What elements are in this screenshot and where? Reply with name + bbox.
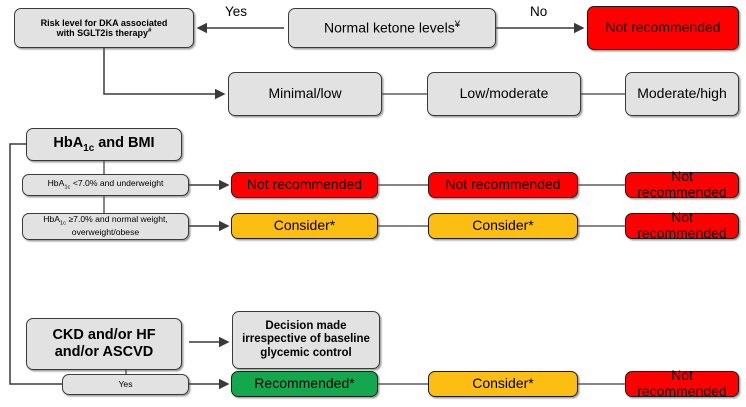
criterion-1-post: ≥7.0% and normal weight, [66,214,168,225]
node-risk-minimal-low[interactable]: Minimal/low [228,72,382,116]
node-hba1c-criterion-0[interactable]: HbA1c <7.0% and underweight [22,174,189,196]
dka-risk-line2: with SGLT2is therapy [56,28,148,38]
outcome-hba1c-r0-c0[interactable]: Not recommended [231,172,378,198]
outcome-comorbid-label-0: Recommended* [254,375,355,392]
node-comorbidity-header[interactable]: CKD and/or HF and/or ASCVD [26,318,182,370]
hba1c-header-pre: HbA [53,134,84,151]
outcome-label-r1-c0: Consider* [273,217,336,234]
comorbidity-header-line1: CKD and/or HF [52,327,156,344]
edge-label-no-ketone: No [530,4,548,19]
outcome-comorbid-label-1: Consider* [472,375,534,392]
criterion-1-line2: overweight/obese [71,226,140,237]
node-hba1c-and-bmi-header[interactable]: HbA1c and BMI [26,128,182,161]
ketone-result-label: Not recommended [605,19,721,36]
criterion-0-post: <7.0% and underweight [70,177,164,188]
outcome-comorbid-c1[interactable]: Consider* [428,371,578,397]
node-risk-low-moderate[interactable]: Low/moderate [427,72,581,116]
outcome-hba1c-r1-c1[interactable]: Consider* [428,213,578,239]
node-comorbidity-criterion-yes[interactable]: Yes [62,374,189,395]
dka-risk-footnote-marker: # [147,27,152,34]
node-normal-ketone-levels[interactable]: Normal ketone levels¥ [288,8,496,48]
node-hba1c-criterion-1[interactable]: HbA1c ≥7.0% and normal weight, overweigh… [22,213,189,240]
node-decision-note[interactable]: Decision made irrespective of baseline g… [232,311,380,369]
outcome-hba1c-r0-c1[interactable]: Not recommended [428,172,578,198]
outcome-label-r1-c1: Consider* [472,217,534,234]
decision-note-line1: Decision made [265,320,347,333]
normal-ketone-footnote-marker: ¥ [454,18,461,30]
risk-level-label-0: Minimal/low [268,85,342,102]
comorbidity-criterion-label: Yes [118,378,133,389]
normal-ketone-label: Normal ketone levels [323,19,455,36]
outcome-label-r0-c0: Not recommended [246,176,363,193]
dka-risk-line1: Risk level for DKA associated [40,17,168,28]
criterion-1-pre: HbA [43,214,60,225]
node-dka-risk-level[interactable]: Risk level for DKA associated with SGLT2… [14,8,194,48]
outcome-hba1c-r1-c2[interactable]: Not recommended [625,209,739,241]
comorbidity-header-line2: and/or ASCVD [54,344,154,360]
hba1c-header-sub: 1c [83,142,95,154]
edge-label-yes-ketone: Yes [225,4,248,19]
outcome-label-r0-c2: Not recommended [637,168,727,200]
node-ketone-not-recommended[interactable]: Not recommended [587,6,739,50]
risk-level-label-1: Low/moderate [459,85,549,102]
outcome-hba1c-r1-c0[interactable]: Consider* [231,213,378,239]
decision-note-line3: glycemic control [260,346,352,359]
outcome-hba1c-r0-c2[interactable]: Not recommended [625,168,739,200]
decision-note-line2: irrespective of baseline [242,333,370,346]
risk-level-label-2: Moderate/high [637,85,727,102]
outcome-comorbid-label-2: Not recommended [637,367,727,399]
outcome-label-r1-c2: Not recommended [637,209,727,241]
outcome-label-r0-c1: Not recommended [445,176,561,193]
criterion-0-pre: HbA [47,177,65,188]
outcome-comorbid-c0[interactable]: Recommended* [231,371,378,397]
node-risk-moderate-high[interactable]: Moderate/high [625,72,739,116]
hba1c-header-post: and BMI [94,134,155,151]
outcome-comorbid-c2[interactable]: Not recommended [625,367,739,399]
